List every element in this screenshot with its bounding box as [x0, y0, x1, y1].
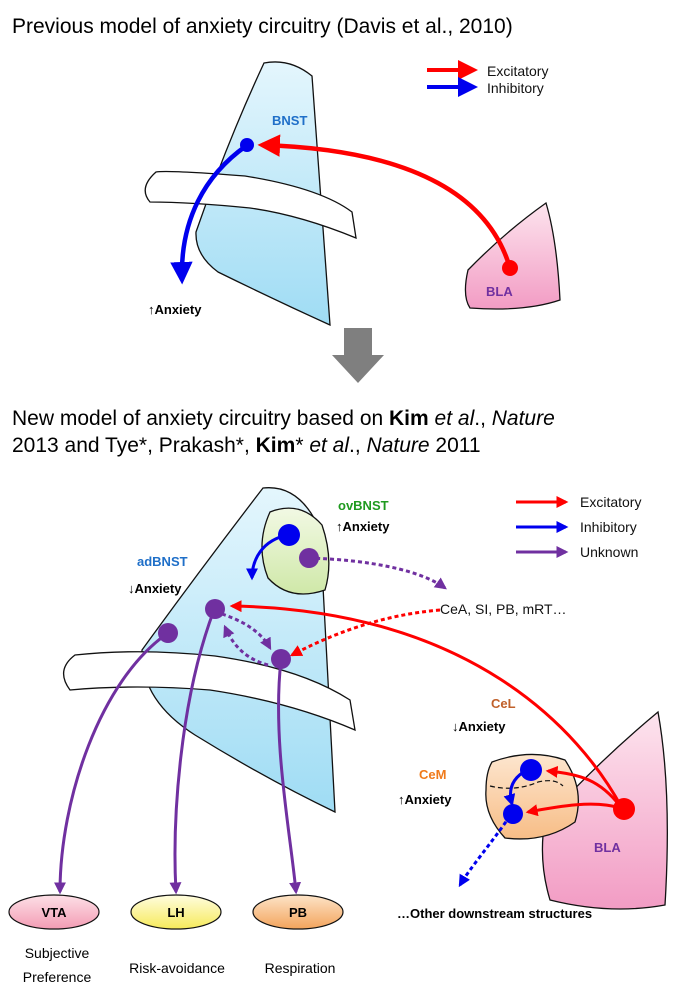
bla-to-adbnst-arrow — [229, 600, 624, 809]
legend-inhibitory-label-new: Inhibitory — [580, 519, 637, 535]
cem-label: CeM — [419, 767, 446, 782]
bla-to-cel-arrow — [545, 765, 622, 807]
cem-anxiety-label: ↑Anxiety — [398, 792, 452, 807]
vta-function-line2: Preference — [23, 969, 92, 985]
bla-region — [464, 201, 561, 310]
journal-nature: Nature — [491, 407, 555, 430]
lh-label: LH — [167, 905, 184, 920]
vta-label: VTA — [41, 905, 67, 920]
bnst-to-vta-arrow — [54, 631, 169, 895]
bla-to-bnst-dotted-arrow — [289, 608, 441, 657]
ovbnst-anxiety-label: ↑Anxiety — [336, 519, 390, 534]
legend-excitatory-label-new: Excitatory — [580, 494, 641, 510]
cem-neuron — [503, 804, 523, 824]
pb-node — [252, 894, 344, 930]
bnst-to-pb-arrow — [277, 659, 302, 895]
author-kim-2: Kim — [255, 434, 296, 457]
other-targets-label: CeA, SI, PB, mRT… — [440, 601, 567, 617]
legend-inhibitory-label: Inhibitory — [487, 80, 544, 96]
anterior-commissure-new — [63, 651, 356, 732]
ovbnst-label: ovBNST — [338, 498, 389, 513]
cel-anxiety-label: ↓Anxiety — [452, 719, 506, 734]
title-year: 2011 — [429, 434, 481, 457]
ovbnst-region — [261, 507, 330, 595]
vta-node — [8, 894, 100, 930]
adbnst-loop-arrow-1 — [221, 612, 272, 651]
legend-unknown-label: Unknown — [580, 544, 638, 560]
bnst-label: BNST — [272, 113, 307, 128]
title-new-model-line1: New model of anxiety circuitry based on … — [12, 405, 555, 432]
bla-neuron-new — [613, 798, 635, 820]
bnst-neuron — [240, 138, 254, 152]
title-previous-model: Previous model of anxiety circuitry (Dav… — [12, 15, 513, 38]
bla-to-cem-arrow — [525, 802, 621, 817]
anterior-commissure — [144, 170, 357, 240]
ovbnst-unknown-neuron — [299, 548, 319, 568]
title-star: * — [295, 434, 310, 457]
journal-nature-2: Nature — [366, 434, 430, 457]
adbnst-neuron-3 — [271, 649, 291, 669]
cem-downstream-arrow — [458, 815, 512, 888]
et-al-2: et al — [309, 434, 350, 457]
down-arrow-icon — [332, 328, 384, 383]
legend-excitatory-label: Excitatory — [487, 63, 548, 79]
other-downstream-label: …Other downstream structures — [397, 906, 592, 921]
bla-label-new: BLA — [594, 840, 621, 855]
title-new-model-line2: 2013 and Tye*, Prakash*, Kim* et al., Na… — [12, 432, 481, 459]
adbnst-label: adBNST — [137, 554, 188, 569]
title-text-2: 2013 and Tye*, Prakash*, — [12, 434, 256, 457]
adbnst-anxiety-label: ↓Anxiety — [128, 581, 182, 596]
bnst-output-arrow — [170, 144, 248, 285]
lh-node — [130, 894, 222, 930]
cel-label: CeL — [491, 696, 516, 711]
et-al: et al — [428, 407, 475, 430]
adbnst-neuron-1 — [205, 599, 225, 619]
adbnst-neuron-2 — [158, 623, 178, 643]
bnst-to-lh-arrow — [169, 609, 216, 895]
author-kim: Kim — [389, 407, 429, 430]
anxiety-label: ↑Anxiety — [148, 302, 202, 317]
ovbnst-unknown-arrow — [308, 556, 447, 590]
pb-label: PB — [289, 905, 307, 920]
vta-function-line1: Subjective — [25, 945, 90, 961]
ovbnst-inhibitory-neuron — [278, 524, 300, 546]
title-punct: ., — [474, 407, 492, 430]
bla-to-bnst-arrow — [257, 134, 513, 269]
bla-label: BLA — [486, 284, 513, 299]
bla-neuron — [502, 260, 518, 276]
cel-cem-boundary — [489, 780, 564, 789]
title-punct-2: ., — [349, 434, 367, 457]
pb-function: Respiration — [265, 960, 336, 976]
lh-function: Risk-avoidance — [129, 960, 225, 976]
cel-neuron — [520, 759, 542, 781]
title-text: New model of anxiety circuitry based on — [12, 407, 390, 430]
